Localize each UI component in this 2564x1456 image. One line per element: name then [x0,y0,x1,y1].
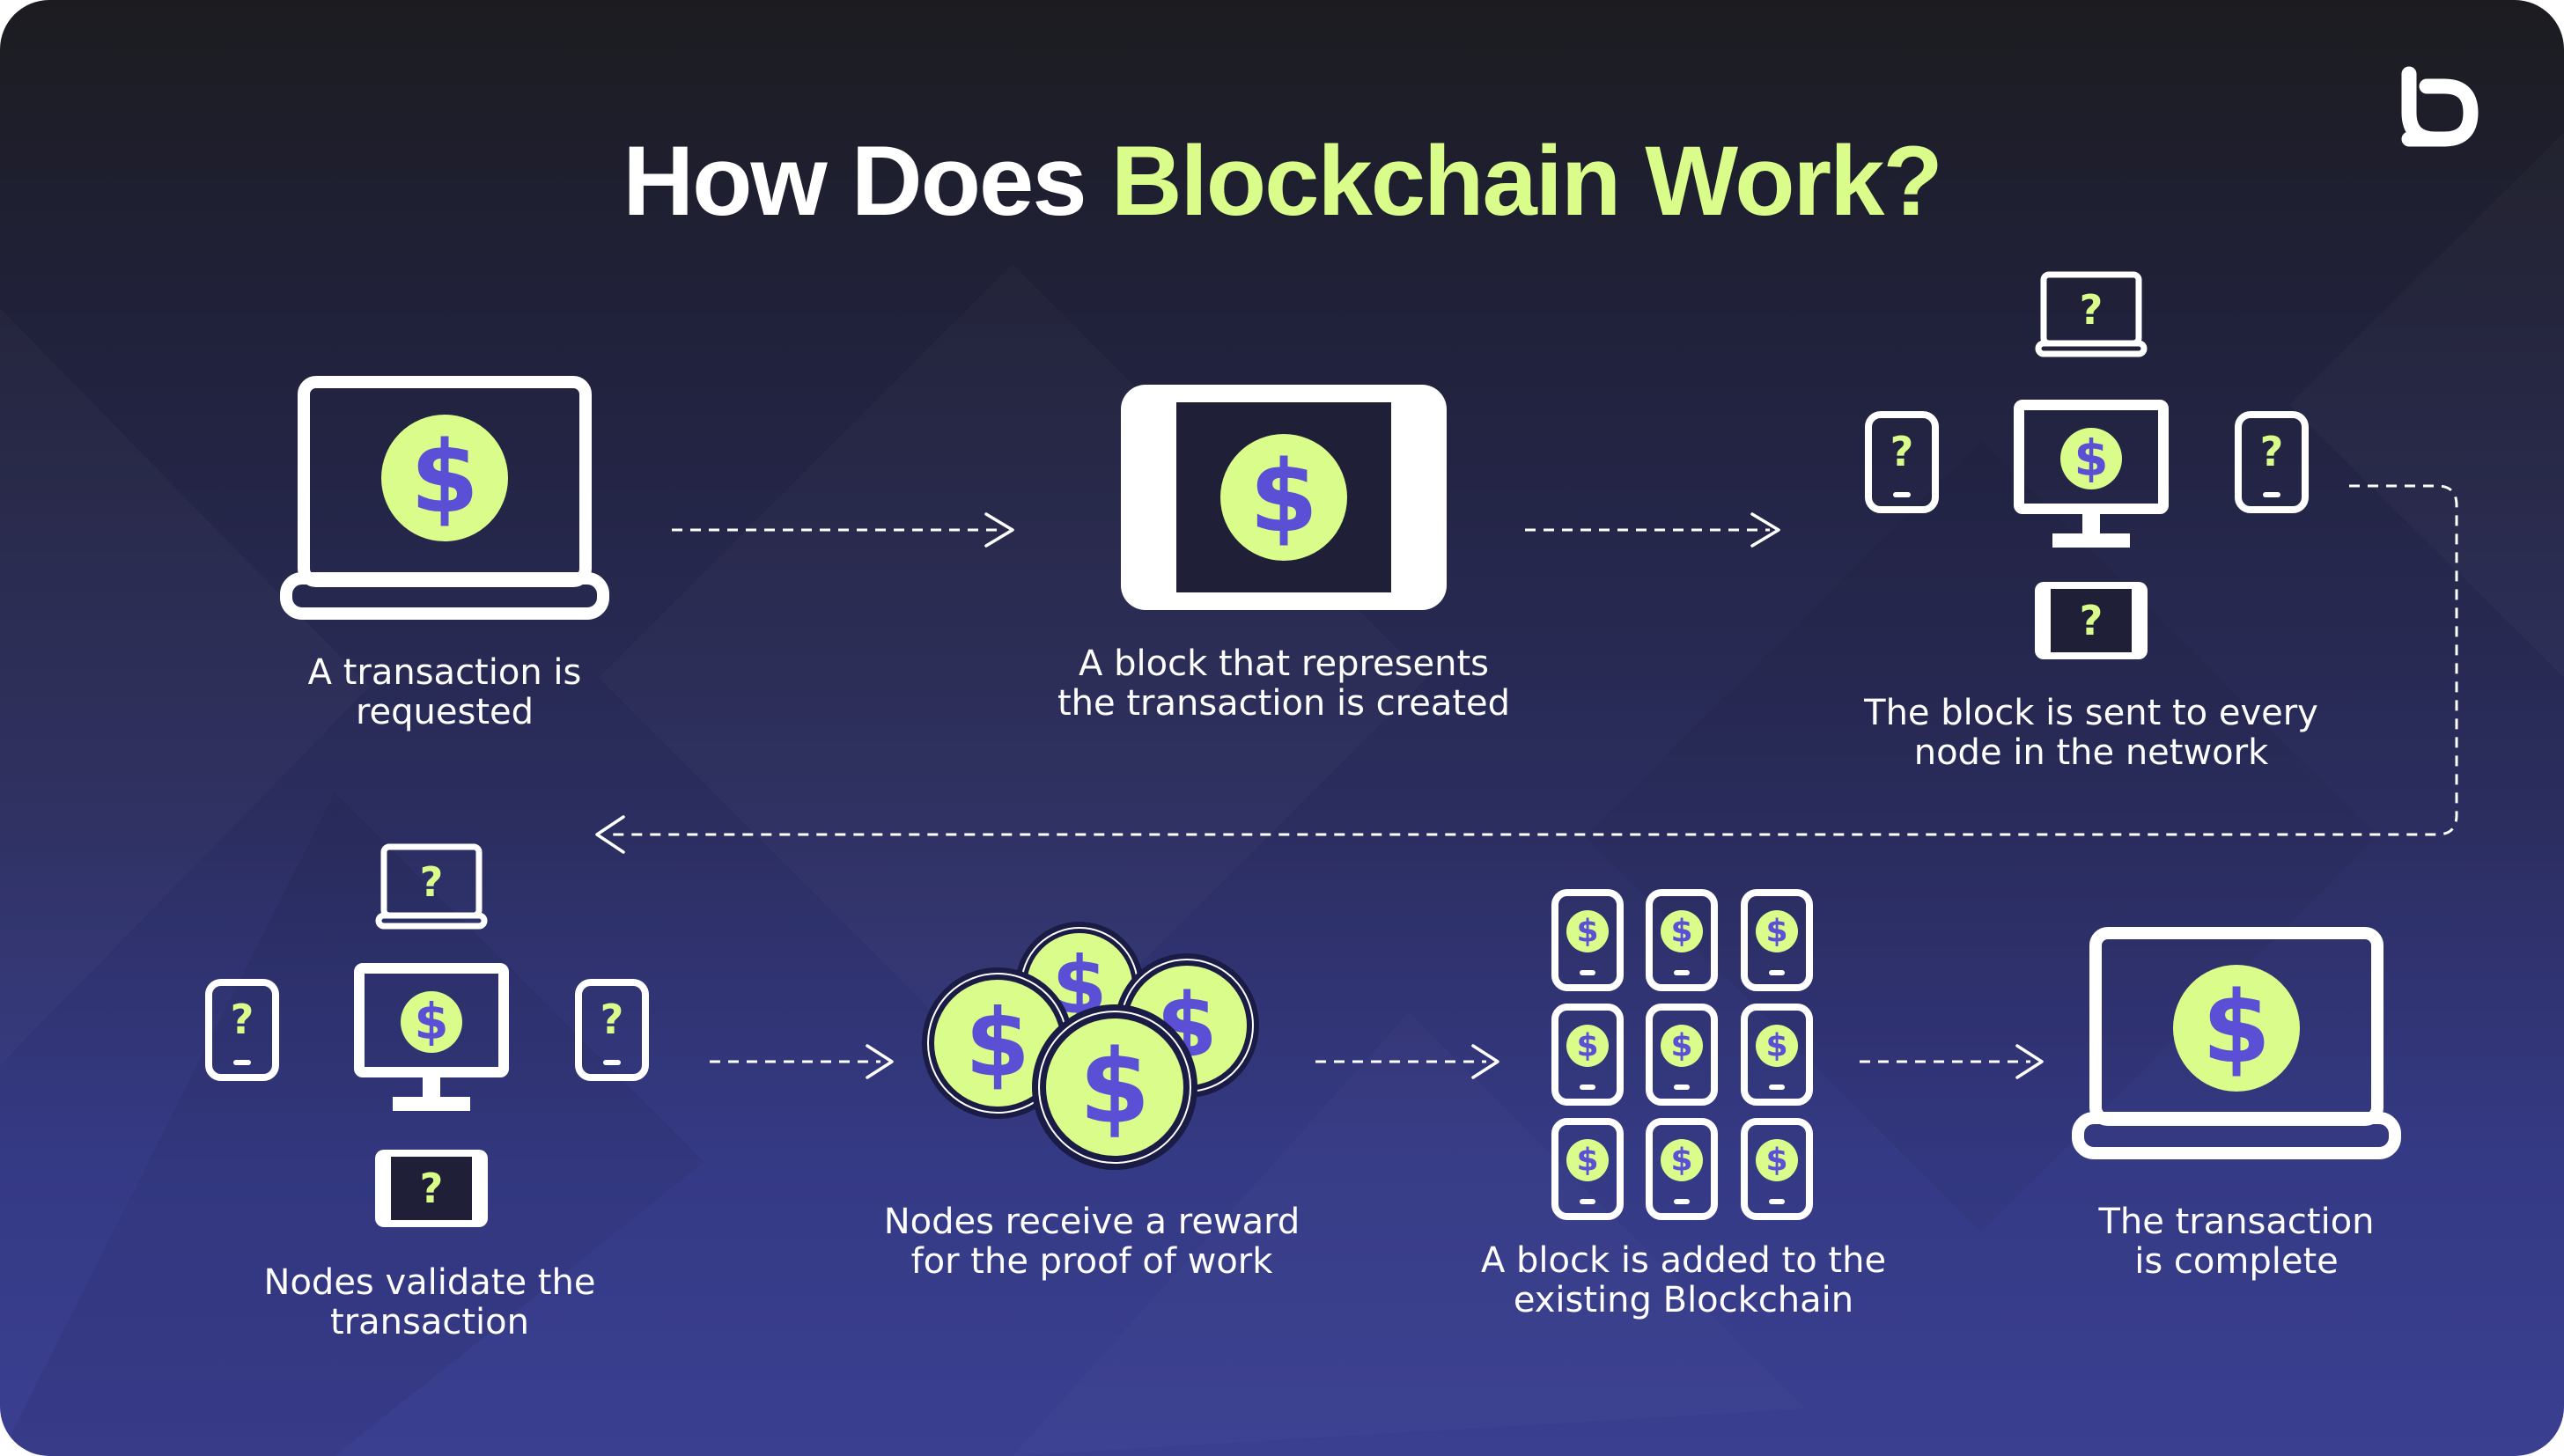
chain-block-phone-icon: $ [1741,1118,1813,1220]
laptop-icon: $ [280,376,609,620]
svg-text:$: $ [1765,914,1787,950]
chain-block-phone-icon: $ [1646,1004,1718,1106]
svg-text:$: $ [1670,914,1692,950]
laptop-icon: $ [2072,927,2401,1159]
step-label-1: A transaction is requested [307,652,582,732]
arrow-step4-to-step5 [710,1044,894,1079]
node-phone-icon: ? [1865,411,1939,513]
dollar-coin-icon [1220,434,1347,561]
chain-block-phone-icon: $ [1741,889,1813,991]
svg-text:$: $ [1670,1143,1692,1179]
svg-text:$: $ [1670,1028,1692,1064]
svg-text:$: $ [1079,1028,1151,1147]
svg-text:?: ? [231,996,254,1043]
page-title: How Does Blockchain Work? [0,132,2564,231]
brand-logo-icon [2401,66,2479,147]
chain-block-phone-icon: $ [1646,1118,1718,1220]
title-part-white: How Does [623,126,1111,236]
node-phone-icon: ? [205,979,279,1081]
arrow-step1-to-step2 [672,512,1014,548]
blockchain-grid-icon: $ $ $ $ $ $ $ $ $ [1551,889,1813,1220]
node-phone-icon: ? [575,979,649,1081]
svg-text:$: $ [1576,1143,1598,1179]
chain-block-phone-icon: $ [1551,1004,1624,1106]
node-phone-icon: ? [2235,411,2309,513]
arrow-step2-to-step3 [1525,512,1780,548]
chain-block-phone-icon: $ [1741,1004,1813,1106]
step-label-5: Nodes receive a reward for the proof of … [883,1202,1300,1282]
svg-text:$: $ [415,994,449,1051]
network-nodes-icon: ? $ ? ? [1865,271,2309,659]
dollar-coin-icon [2173,965,2300,1092]
chain-block-phone-icon: $ [1551,1118,1624,1220]
svg-text:?: ? [1890,428,1914,475]
svg-text:$: $ [410,421,479,535]
node-monitor-icon: $ [2014,400,2169,548]
svg-text:?: ? [420,1165,444,1212]
network-nodes-icon: ? $ ? ? ? [205,843,649,1227]
node-tablet-icon: ? [2035,582,2148,659]
node-tablet-icon: ? [375,1150,488,1227]
arrow-step5-to-step6 [1315,1044,1499,1079]
svg-text:$: $ [1576,914,1598,950]
svg-text:$: $ [2202,971,2271,1085]
node-monitor-icon: $ [354,963,509,1111]
svg-text:?: ? [420,858,444,906]
svg-text:?: ? [600,996,624,1043]
step-label-3: The block is sent to every node in the n… [1864,693,2318,773]
svg-text:?: ? [2260,428,2284,475]
coins-icon: $ $ $ $ [922,922,1259,1170]
dollar-coin-icon [381,415,508,541]
step-label-2: A block that represents the transaction … [1057,643,1511,724]
node-laptop-icon: ? [2035,271,2148,357]
tablet-icon: $ [1121,385,1447,610]
node-laptop-icon: ? [375,843,488,930]
svg-text:$: $ [965,989,1030,1098]
step-label-6: A block is added to the existing Blockch… [1480,1240,1887,1320]
svg-text:$: $ [1249,440,1318,555]
step-label-7: The transaction is complete [2098,1202,2375,1282]
svg-text:$: $ [2074,430,2109,488]
svg-text:?: ? [2080,597,2104,644]
chain-block-phone-icon: $ [1551,889,1624,991]
svg-text:$: $ [1576,1028,1598,1064]
chain-block-phone-icon: $ [1646,889,1718,991]
arrow-step6-to-step7 [1860,1044,2044,1079]
title-part-accent: Blockchain Work? [1110,126,1943,236]
arrow-step3-to-step4 [595,484,2458,854]
svg-text:$: $ [1765,1028,1787,1064]
svg-text:?: ? [2080,286,2104,334]
step-label-4: Nodes validate the transaction [263,1262,596,1342]
svg-text:$: $ [1765,1143,1787,1179]
